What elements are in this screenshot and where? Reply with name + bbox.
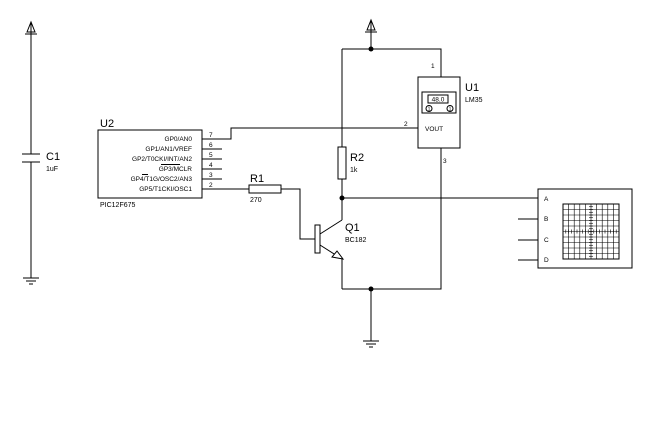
u2-pin-label: GP3/MCLR — [159, 166, 193, 173]
u2-pin-stubs — [202, 138, 222, 190]
u2-pin-label: GP4/T1G/OSC2/AN3 — [131, 176, 193, 183]
resistor-r2[interactable] — [337, 146, 347, 180]
ground-main — [363, 340, 379, 348]
scope-channel-label: A — [544, 196, 549, 203]
power-terminal-c1 — [25, 20, 37, 35]
power-terminal-main — [365, 18, 377, 33]
oscilloscope-screen — [562, 203, 620, 260]
u1-part: LM35 — [465, 97, 483, 104]
u2-pin-number: 7 — [209, 132, 213, 139]
wire-bottom-rail — [342, 148, 442, 290]
q1-value: BC182 — [345, 237, 367, 244]
u1-increment-button[interactable]: 1 — [446, 105, 454, 113]
wire-gp0-to-vout — [222, 127, 418, 140]
scope-channel-label: D — [544, 257, 549, 264]
u1-ref: U1 — [465, 82, 479, 94]
wire-r1-to-base — [281, 188, 315, 240]
u1-pin-gnd: 3 — [443, 158, 447, 165]
u1-decrement-button[interactable]: 1 — [425, 105, 433, 113]
r1-value: 270 — [250, 197, 262, 204]
c1-ref: C1 — [46, 151, 60, 163]
r2-value: 1k — [350, 167, 358, 174]
capacitor-c1[interactable] — [22, 153, 40, 163]
u2-pin-number: 5 — [209, 152, 213, 159]
u2-body[interactable] — [97, 129, 203, 199]
u1-pin-vs: 1 — [431, 63, 435, 70]
u1-display-frame — [421, 91, 457, 114]
scope-channel-label: C — [544, 237, 549, 244]
u2-pin-label: GP2/T0CKI/INT/AN2 — [132, 156, 192, 163]
u1-body[interactable] — [417, 76, 461, 149]
u2-pin-label: GP0/AN0 — [165, 136, 193, 143]
oscilloscope-body[interactable] — [537, 188, 633, 269]
u2-pin-label: GP1/AN1/VREF — [145, 146, 192, 153]
u2-pin-number: 2 — [209, 182, 213, 189]
c1-value: 1uF — [46, 166, 58, 173]
u1-reading: 48.0 — [432, 97, 445, 104]
u2-ref: U2 — [100, 118, 114, 130]
wire-top-rail — [342, 48, 442, 77]
svg-text:1: 1 — [428, 107, 431, 113]
u2-pin-number: 6 — [209, 142, 213, 149]
r2-ref: R2 — [350, 152, 364, 164]
ground-c1 — [23, 277, 39, 285]
q1-ref: Q1 — [345, 222, 360, 234]
scope-channel-label: B — [544, 216, 548, 223]
u1-pin-vout: 2 — [404, 121, 408, 128]
r1-ref: R1 — [250, 173, 264, 185]
u1-vout-label: VOUT — [425, 126, 443, 133]
svg-text:1: 1 — [449, 107, 452, 113]
u2-pin-number: 3 — [209, 172, 213, 179]
junction-power — [368, 46, 374, 52]
u2-part: PIC12F675 — [100, 202, 136, 209]
transistor-q1[interactable] — [314, 219, 345, 260]
u2-pin-number: 4 — [209, 162, 213, 169]
u2-pin-label: GP5/T1CKI/OSC1 — [139, 186, 192, 193]
u1-display — [427, 94, 449, 104]
resistor-r1[interactable] — [248, 184, 282, 194]
